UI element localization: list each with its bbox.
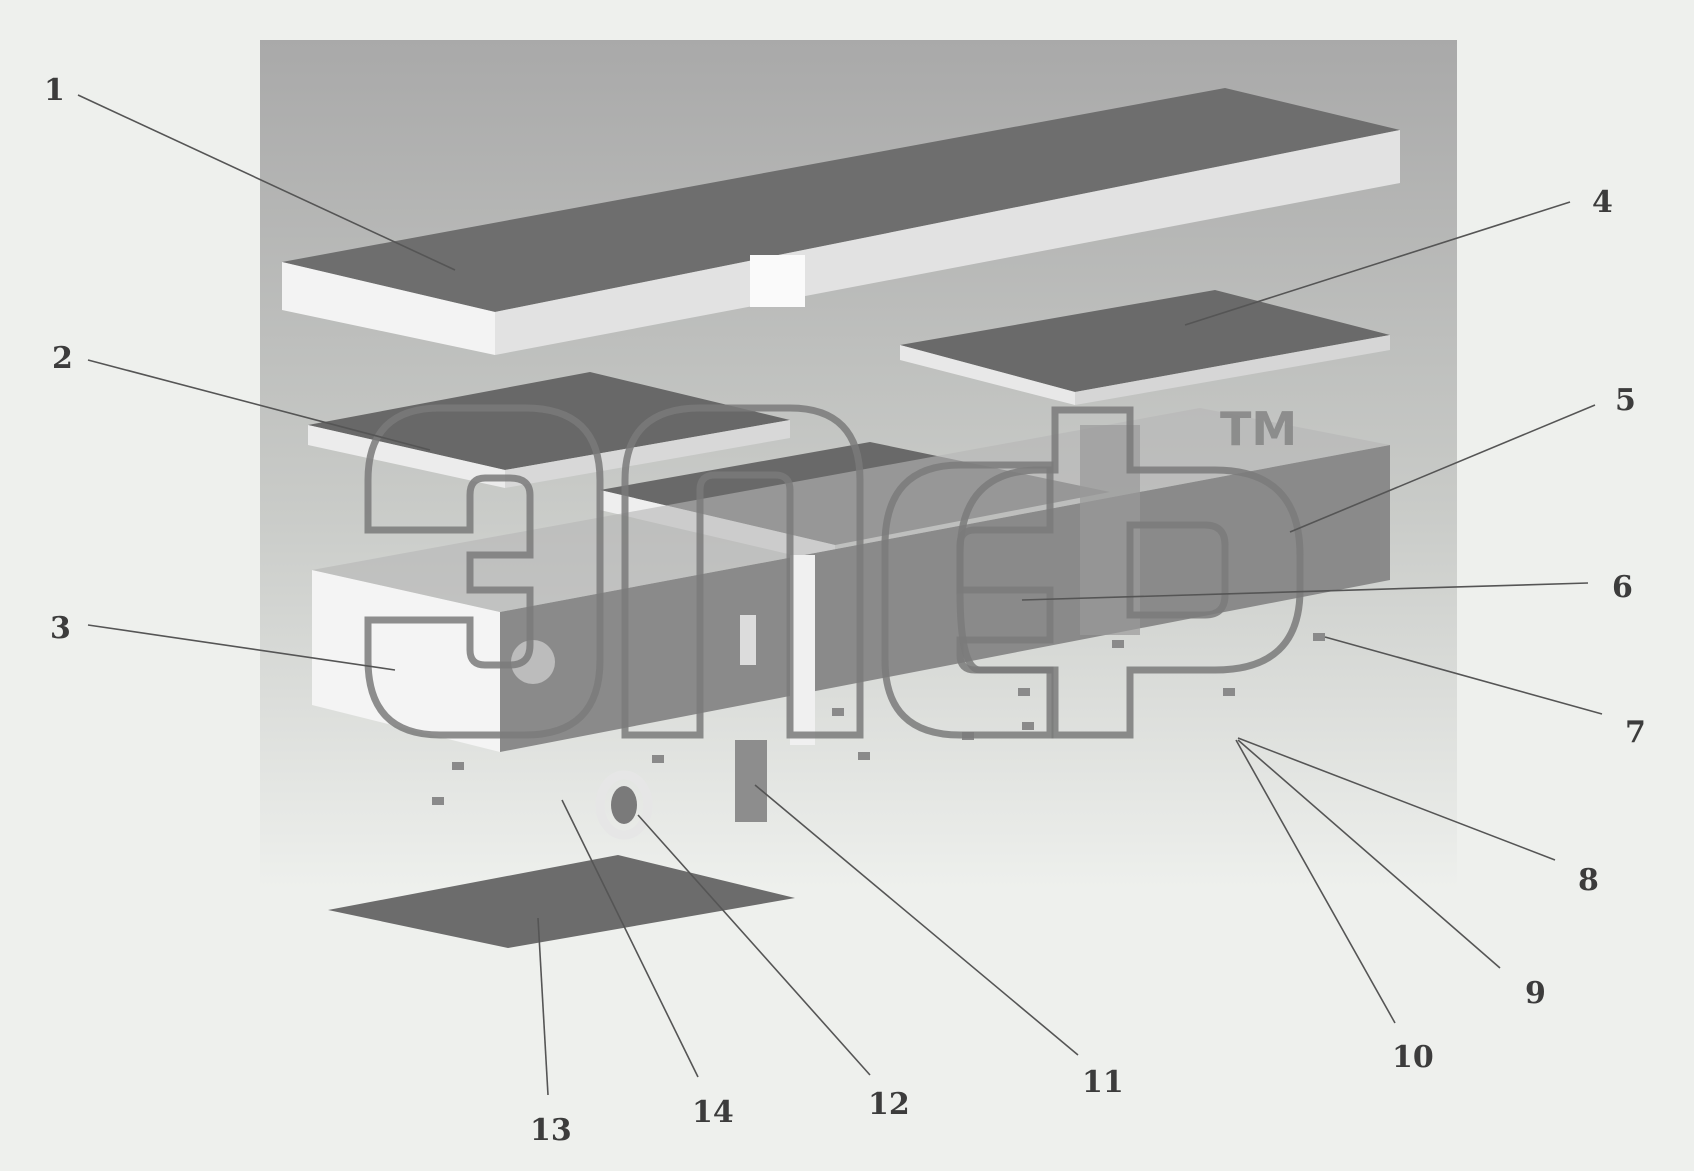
part-13-bottom-plate: [328, 855, 795, 948]
callout-12: 12: [868, 1087, 910, 1122]
callout-9: 9: [1525, 976, 1546, 1011]
part-1-top-cover: [282, 88, 1400, 355]
watermark-trademark: TM: [1220, 402, 1297, 456]
leader-8: [1237, 737, 1556, 861]
leader-10: [1235, 739, 1396, 1024]
watermark-letter-f: [956, 406, 1304, 739]
leader-11: [754, 784, 1079, 1056]
watermark-logo: TM: [364, 402, 1304, 739]
watermark-letter-e2: [881, 461, 1054, 739]
callout-14: 14: [692, 1095, 734, 1130]
leader-1: [77, 94, 456, 271]
callout-6: 6: [1612, 570, 1633, 605]
leader-4: [1184, 201, 1571, 326]
callout-labels: 1 2 3 4 5 6 7 8 9 10 11 12 13 14: [44, 73, 1646, 1148]
callout-5: 5: [1615, 383, 1636, 418]
callout-10: 10: [1392, 1040, 1434, 1075]
callout-7: 7: [1625, 715, 1646, 750]
part-4-right-lid: [900, 290, 1390, 405]
callout-4: 4: [1592, 185, 1613, 220]
watermark-letter-e: [364, 404, 604, 739]
leader-13: [537, 917, 549, 1096]
part-11-plate: [735, 740, 767, 822]
callout-8: 8: [1578, 863, 1599, 898]
leader-lines: [77, 94, 1603, 1096]
leader-9: [1237, 739, 1501, 969]
leader-12: [637, 814, 871, 1076]
leader-2: [87, 359, 431, 451]
callout-11: 11: [1082, 1065, 1124, 1100]
leader-3: [87, 624, 396, 671]
callout-13: 13: [530, 1113, 572, 1148]
part-12-ring: [595, 770, 653, 840]
callout-3: 3: [50, 611, 71, 646]
part-2-left-lid: [308, 372, 790, 488]
watermark-letter-l: [621, 404, 864, 739]
callout-2: 2: [52, 341, 73, 376]
leader-5: [1289, 404, 1596, 533]
callout-1: 1: [44, 73, 65, 108]
leader-6: [1021, 582, 1589, 601]
leader-14: [561, 799, 699, 1078]
leader-7: [1324, 636, 1603, 715]
